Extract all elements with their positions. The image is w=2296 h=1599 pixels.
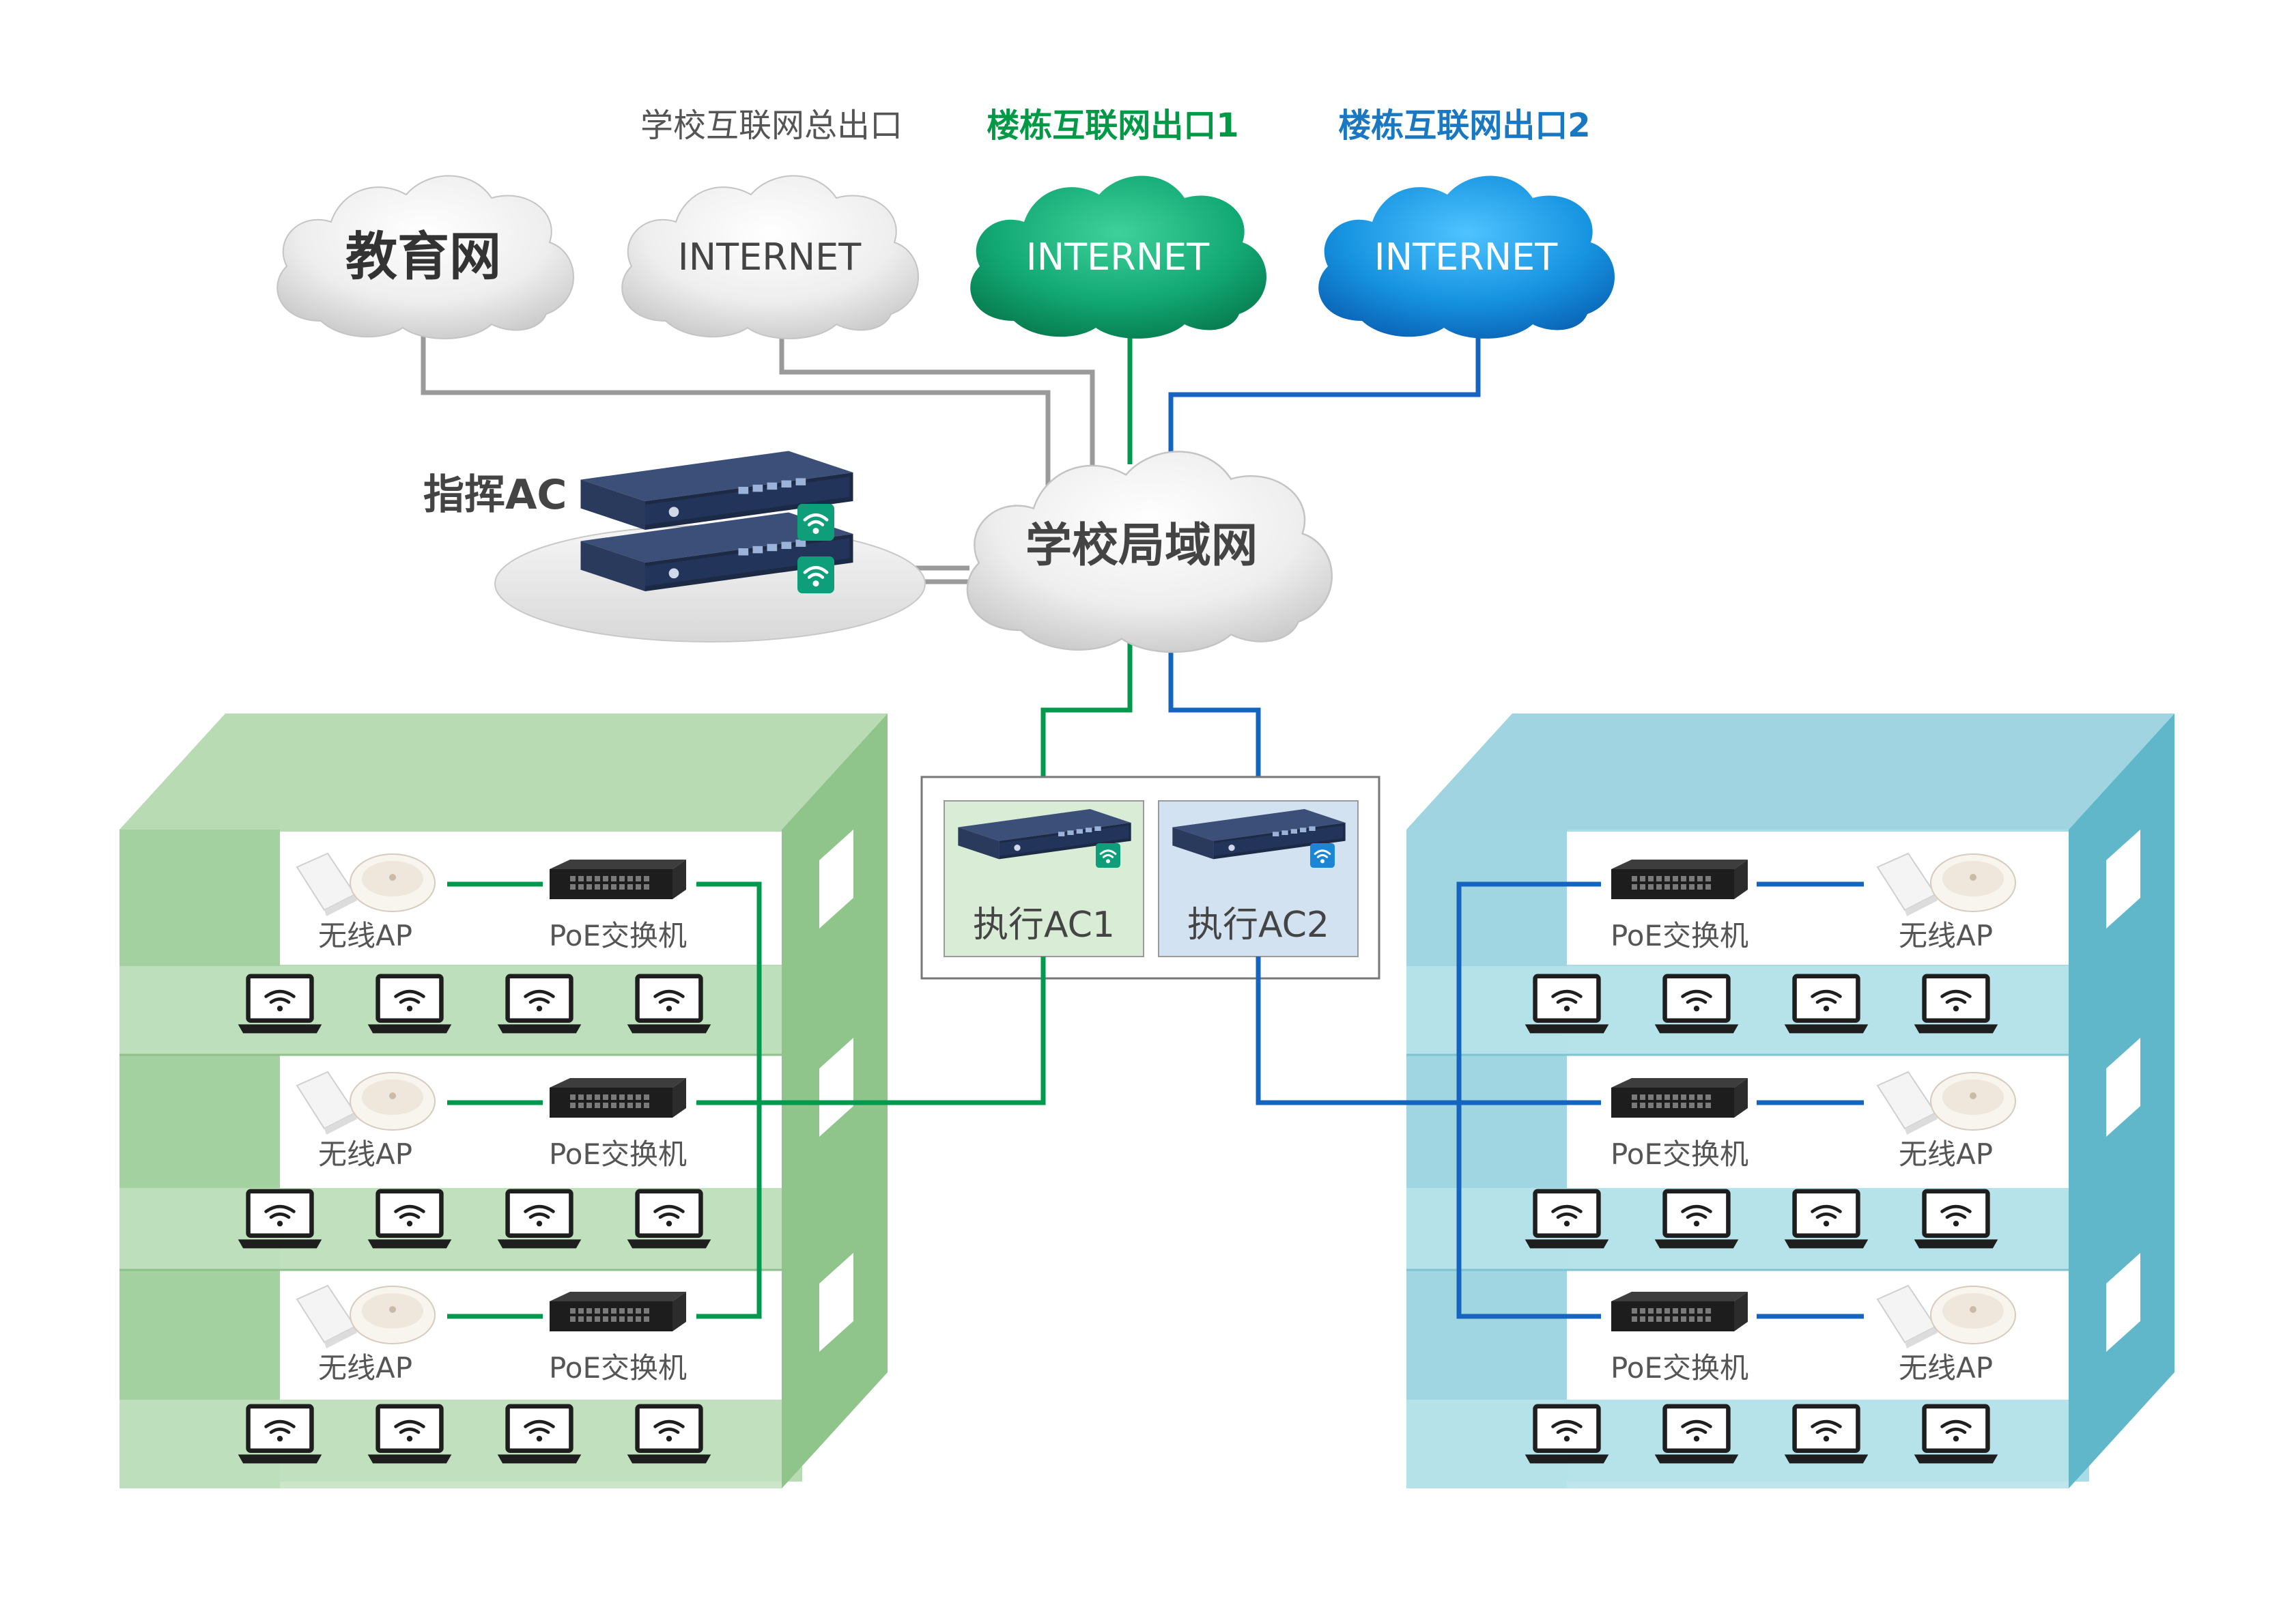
laptop-icon bbox=[368, 976, 452, 1034]
wifi-icon bbox=[797, 556, 834, 593]
command-ac-label: 指挥AC bbox=[423, 471, 567, 519]
right-floor-3: PoE交换机 无线AP bbox=[1525, 853, 2016, 1034]
wifi-icon bbox=[797, 504, 834, 541]
laptop-icon bbox=[1525, 1406, 1609, 1464]
ap-label: 无线AP bbox=[318, 919, 412, 952]
switch-icon bbox=[1611, 1078, 1748, 1118]
laptop-icon bbox=[498, 1191, 582, 1249]
laptop-icon bbox=[627, 1406, 711, 1464]
line-exec-ac2-to-right-switch bbox=[1256, 957, 1601, 1105]
laptop-icon bbox=[627, 976, 711, 1034]
switch-icon bbox=[550, 860, 686, 899]
building-internet-2-cloud: INTERNET bbox=[1318, 175, 1615, 339]
switch-icon bbox=[1611, 860, 1748, 899]
laptop-icon bbox=[1655, 976, 1739, 1034]
exec-ac1-label: 执行AC1 bbox=[973, 905, 1115, 946]
laptop-icon bbox=[238, 976, 322, 1034]
poe-switch-label: PoE交换机 bbox=[549, 1137, 687, 1171]
laptop-icon bbox=[1525, 1191, 1609, 1249]
laptop-icon bbox=[1525, 976, 1609, 1034]
school-internet-cloud: INTERNET bbox=[621, 175, 919, 339]
laptop-icon bbox=[498, 976, 582, 1034]
ap-label: 无线AP bbox=[1899, 1351, 1993, 1385]
line-lan-to-exec-ac1 bbox=[1040, 632, 1133, 806]
exec-ac2-label: 执行AC2 bbox=[1187, 905, 1329, 946]
right-building-left-wall bbox=[1406, 830, 1567, 1488]
laptop-icon bbox=[1914, 1191, 1998, 1249]
right-floor-2: PoE交换机 无线AP bbox=[1525, 1071, 2016, 1249]
school-exit-label: 学校互联网总出口 bbox=[640, 107, 903, 145]
poe-switch-label: PoE交换机 bbox=[1611, 919, 1748, 952]
ap-label: 无线AP bbox=[1899, 1137, 1993, 1171]
poe-switch-label: PoE交换机 bbox=[549, 919, 687, 952]
wifi-icon bbox=[1096, 843, 1120, 868]
edu-net-label: 教育网 bbox=[345, 226, 501, 287]
building-internet-1-cloud: INTERNET bbox=[970, 175, 1266, 339]
laptop-icon bbox=[368, 1406, 452, 1464]
ap-label: 无线AP bbox=[1899, 919, 1993, 952]
right-floor-1: PoE交换机 无线AP bbox=[1525, 1285, 2016, 1464]
left-floor-3: 无线AP PoE交换机 bbox=[238, 853, 711, 1033]
laptop-icon bbox=[1785, 1406, 1869, 1464]
left-floor-2: 无线AP PoE交换机 bbox=[238, 1071, 711, 1249]
building-exit-1-label: 楼栋互联网出口1 bbox=[987, 107, 1238, 145]
line-building-internet2-to-lan bbox=[1168, 335, 1481, 464]
laptop-icon bbox=[1785, 1191, 1869, 1249]
building-internet-1-label: INTERNET bbox=[1026, 236, 1210, 279]
poe-switch-label: PoE交换机 bbox=[549, 1351, 687, 1385]
laptop-icon bbox=[238, 1191, 322, 1249]
left-floor-1: 无线AP PoE交换机 bbox=[238, 1285, 711, 1464]
laptop-icon bbox=[1914, 976, 1998, 1034]
wifi-icon bbox=[1310, 843, 1335, 868]
left-building-roof bbox=[119, 713, 888, 830]
ap-label: 无线AP bbox=[318, 1351, 412, 1385]
school-lan-cloud: 学校局域网 bbox=[966, 451, 1333, 653]
building-wiring bbox=[447, 881, 1864, 1319]
building-exit-2-label: 楼栋互联网出口2 bbox=[1338, 107, 1590, 145]
line-exec-ac1-to-left-switch bbox=[696, 957, 1046, 1105]
right-building-roof bbox=[1406, 713, 2174, 830]
line-school-internet-to-lan bbox=[779, 335, 1095, 478]
laptop-icon bbox=[238, 1406, 322, 1464]
laptop-icon bbox=[1914, 1406, 1998, 1464]
laptop-icon bbox=[1785, 976, 1869, 1034]
laptop-icon bbox=[627, 1191, 711, 1249]
exec-ac-group: 执行AC1 执行AC2 bbox=[920, 776, 1380, 980]
laptop-icon bbox=[1655, 1406, 1739, 1464]
laptop-icon bbox=[498, 1406, 582, 1464]
building-internet-2-label: INTERNET bbox=[1374, 236, 1558, 279]
switch-icon bbox=[550, 1292, 686, 1331]
laptop-icon bbox=[1655, 1191, 1739, 1249]
switch-icon bbox=[1611, 1292, 1748, 1331]
poe-switch-label: PoE交换机 bbox=[1611, 1137, 1748, 1171]
edu-net-cloud: 教育网 bbox=[277, 175, 574, 339]
left-building-left-wall bbox=[119, 830, 280, 1488]
line-edu-to-lan bbox=[421, 335, 1051, 519]
poe-switch-label: PoE交换机 bbox=[1611, 1351, 1748, 1385]
school-internet-label: INTERNET bbox=[678, 236, 862, 279]
line-lan-to-exec-ac2 bbox=[1168, 632, 1261, 806]
school-lan-label: 学校局域网 bbox=[1025, 519, 1258, 573]
laptop-icon bbox=[368, 1191, 452, 1249]
ap-label: 无线AP bbox=[318, 1137, 412, 1171]
command-ac: 指挥AC bbox=[423, 451, 926, 642]
switch-icon bbox=[550, 1078, 686, 1118]
